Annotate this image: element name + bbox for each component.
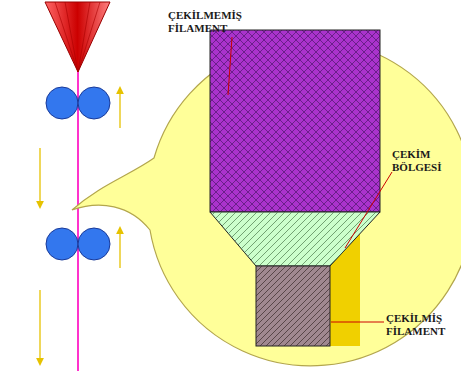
part-label: ÇEKİLMEMİŞ FİLAMENT xyxy=(168,9,258,35)
drawn-hatch xyxy=(256,266,330,346)
drawn-filament xyxy=(256,266,330,346)
leader-lines xyxy=(228,37,392,322)
spinneret xyxy=(45,2,110,72)
rollers xyxy=(46,87,110,260)
filament-line xyxy=(77,72,79,371)
part-label: ÇEKİM BÖLGESİ xyxy=(392,148,456,174)
drawing-zone-hatch xyxy=(210,212,380,266)
motion-arrows xyxy=(40,90,120,362)
spinneret-lines xyxy=(55,2,100,72)
drawing-zone xyxy=(210,212,380,266)
undrawn-filament xyxy=(210,30,380,212)
undrawn-hatch xyxy=(210,30,380,212)
part-label: ÇEKİLMİŞ FİLAMENT xyxy=(386,312,456,338)
